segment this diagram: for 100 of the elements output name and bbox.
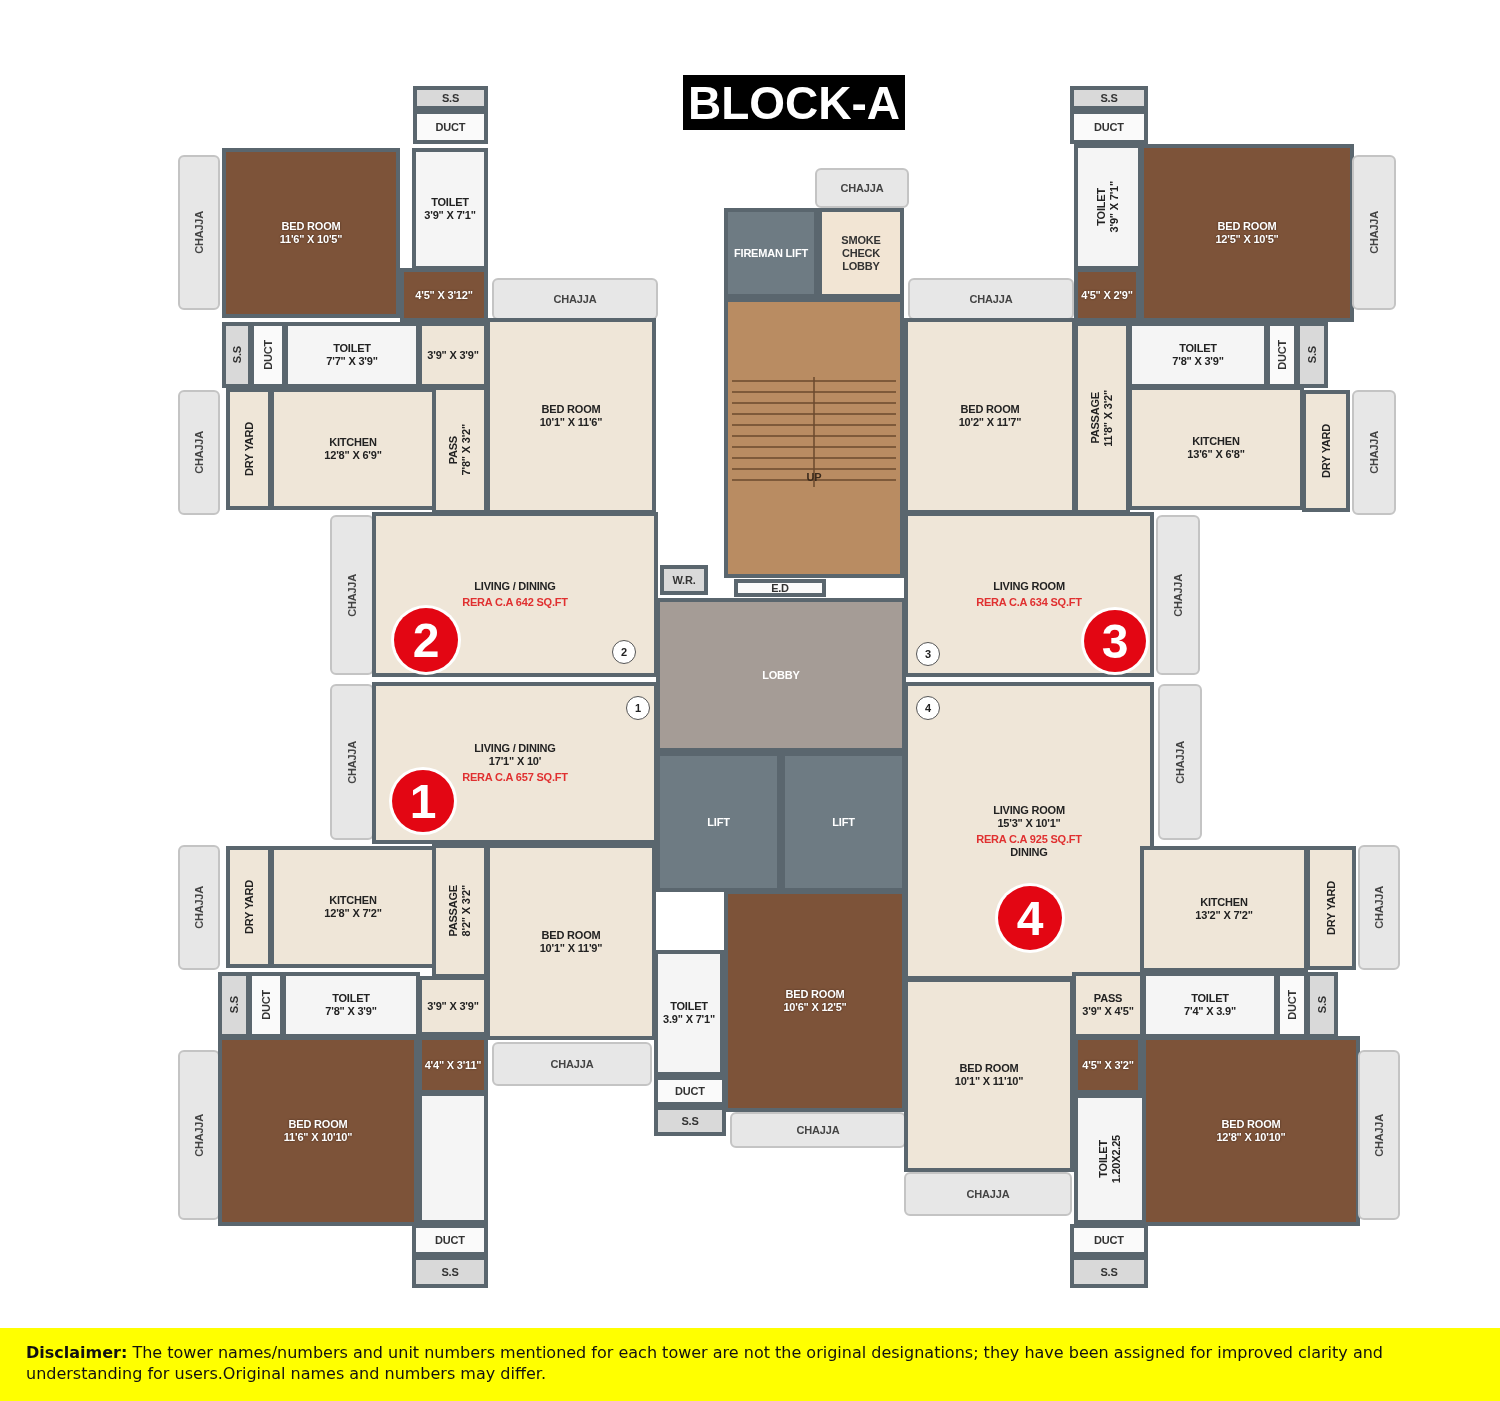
- room: [904, 318, 1076, 514]
- room-label: DUCT: [675, 1084, 705, 1098]
- room: [418, 322, 488, 388]
- shaft: [413, 86, 488, 110]
- room-label: CHAJJA: [1173, 740, 1187, 784]
- room: [904, 978, 1074, 1172]
- room-label: 17'1" X 10': [488, 755, 542, 768]
- room-label: CHAJJA: [345, 740, 359, 784]
- room: [222, 148, 400, 318]
- balcony: [178, 390, 220, 515]
- room-label: BED ROOM: [541, 403, 601, 416]
- room-label: BED ROOM: [1217, 220, 1277, 233]
- room-label: 1.20X2.25: [1110, 1134, 1123, 1184]
- room-label: 7'7" X 3'9": [326, 355, 378, 368]
- toilet-room: [412, 148, 488, 270]
- room: [1142, 1036, 1360, 1226]
- room-label: 7'4" X 3.9": [1184, 1005, 1236, 1018]
- lobby-area: [656, 598, 906, 752]
- balcony: [492, 278, 658, 320]
- room: [418, 976, 488, 1036]
- toilet-room: [1128, 322, 1268, 388]
- room-label: CHAJJA: [1372, 886, 1386, 929]
- room-label: PASS: [447, 435, 460, 465]
- room-label: DRY YARD: [1324, 880, 1338, 935]
- shaft: [218, 972, 250, 1038]
- room-label: DRY YARD: [242, 421, 256, 476]
- room-label: KITCHEN: [329, 894, 377, 907]
- room-label: SMOKE CHECK LOBBY: [840, 233, 882, 273]
- toilet-room: [282, 972, 420, 1038]
- room-label: DUCT: [1094, 120, 1124, 134]
- balcony: [1352, 390, 1396, 515]
- room-label: CHAJJA: [969, 292, 1013, 306]
- room-label: 13'2" X 7'2": [1195, 909, 1253, 922]
- room: [1074, 322, 1130, 514]
- shaft: [1306, 972, 1338, 1038]
- room: [486, 318, 656, 514]
- room-label: 15'3" X 10'1": [997, 816, 1061, 830]
- room-label: CHAJJA: [553, 292, 597, 306]
- balcony: [492, 1042, 652, 1086]
- room-label: CHAJJA: [550, 1057, 594, 1071]
- toilet-room: [284, 322, 420, 388]
- room-label: DUCT: [435, 1233, 465, 1247]
- carpet-area-label: RERA C.A 657 SQ.FT: [462, 771, 568, 784]
- room-label: BED ROOM: [960, 403, 1020, 416]
- room-label: 7'8" X 3'2": [460, 424, 473, 476]
- room: [226, 846, 272, 968]
- balcony: [730, 1112, 906, 1148]
- duct-shaft: [1276, 972, 1308, 1038]
- shaft: [654, 1106, 726, 1136]
- room-label: CHAJJA: [192, 431, 206, 474]
- room-label: TOILET: [333, 342, 371, 355]
- room-label: BED ROOM: [785, 988, 845, 1001]
- room: [372, 512, 658, 677]
- room-label: DRY YARD: [1319, 423, 1333, 478]
- room-label: S.S: [441, 91, 460, 105]
- room-label: DUCT: [259, 990, 273, 1020]
- room-label: CHAJJA: [192, 211, 206, 254]
- room: [486, 844, 656, 1040]
- door-number-marker: 3: [916, 642, 940, 666]
- room: [1072, 972, 1144, 1038]
- room-label: 12'8" X 10'10": [1216, 1131, 1286, 1144]
- room-label: TOILET: [1179, 342, 1217, 355]
- room-label: S.S: [441, 1265, 459, 1279]
- room-label: DUCT: [1285, 990, 1299, 1020]
- room-label: LIVING / DINING: [474, 580, 556, 593]
- room-label: 4'5" X 2'9": [1081, 288, 1133, 302]
- room-label: CHAJJA: [192, 886, 206, 929]
- room-label: LIFT: [832, 815, 855, 829]
- room-label: 3.9" X 7'1": [663, 1013, 715, 1026]
- room-label: 3'9" X 4'5": [1082, 1005, 1134, 1018]
- balcony: [904, 1172, 1072, 1216]
- toilet-room: [1142, 972, 1278, 1038]
- room-label: S.S: [1100, 91, 1118, 105]
- room-label: 10'1" X 11'10": [954, 1075, 1024, 1088]
- balcony: [1158, 684, 1202, 840]
- room: [1128, 386, 1304, 510]
- door-number-marker: 2: [612, 640, 636, 664]
- balcony: [1352, 155, 1396, 310]
- unit-number-badge: 2: [394, 608, 458, 672]
- shaft: [660, 565, 708, 595]
- balcony: [1358, 1050, 1400, 1220]
- room-label: PASSAGE: [1089, 392, 1102, 444]
- room-label: 4'5" X 3'2": [1082, 1058, 1134, 1072]
- room-label: TOILET: [1191, 992, 1229, 1005]
- room-label: BED ROOM: [288, 1118, 348, 1131]
- room-label: DUCT: [1275, 340, 1289, 370]
- room-label: DUCT: [261, 340, 275, 370]
- room-label: 7'8" X 3'9": [325, 1005, 377, 1018]
- room-label: 4'5" X 3'12": [415, 288, 473, 302]
- balcony: [1156, 515, 1200, 675]
- room-label: 4'4" X 3'11": [424, 1058, 482, 1072]
- shaft: [412, 1256, 488, 1288]
- room-label: CHAJJA: [1171, 573, 1185, 617]
- room-label: W.R.: [672, 573, 696, 587]
- room-label: 10'2" X 11'7": [958, 416, 1022, 429]
- room-label: LIVING / DINING: [474, 742, 556, 755]
- room-label: CHAJJA: [1367, 431, 1381, 474]
- room-label: LIFT: [707, 815, 730, 829]
- duct-shaft: [250, 322, 286, 388]
- room-label: S.S: [230, 346, 244, 364]
